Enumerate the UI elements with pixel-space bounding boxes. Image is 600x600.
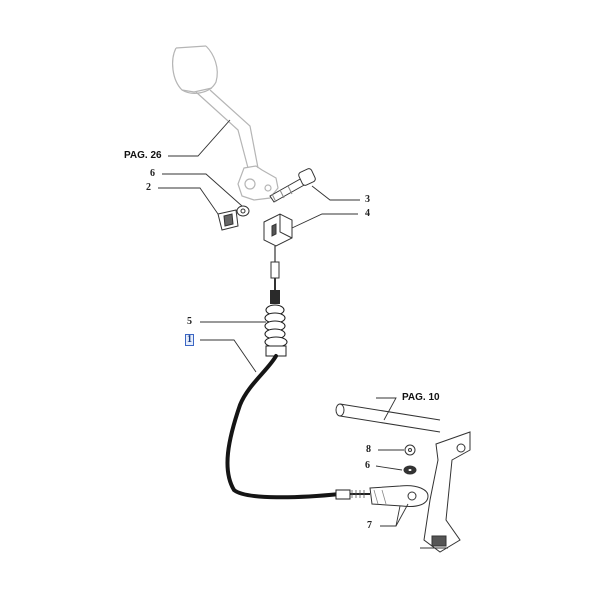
callout-8[interactable]: 8 bbox=[366, 444, 371, 455]
linkage-ghost bbox=[335, 403, 471, 553]
gear-lever-ghost bbox=[172, 45, 279, 201]
callout-4[interactable]: 4 bbox=[365, 208, 370, 219]
callout-7[interactable]: 7 bbox=[367, 520, 372, 531]
bolt-part bbox=[269, 168, 316, 203]
clip-part bbox=[217, 209, 239, 231]
callout-6-top[interactable]: 6 bbox=[150, 168, 155, 179]
fork-part bbox=[263, 213, 293, 247]
leader-lines bbox=[158, 119, 409, 527]
control-cable bbox=[225, 246, 370, 500]
washer-part bbox=[236, 205, 250, 217]
small-bolt-part bbox=[403, 444, 417, 475]
callout-6-bottom[interactable]: 6 bbox=[365, 460, 370, 471]
reference-pag-10[interactable]: PAG. 10 bbox=[402, 392, 440, 403]
callout-5[interactable]: 5 bbox=[187, 316, 192, 327]
callout-1-highlighted[interactable]: 1 bbox=[185, 334, 194, 346]
ball-joint-part bbox=[369, 485, 429, 507]
reference-pag-26[interactable]: PAG. 26 bbox=[124, 150, 162, 161]
callout-3[interactable]: 3 bbox=[365, 194, 370, 205]
callout-2[interactable]: 2 bbox=[146, 182, 151, 193]
